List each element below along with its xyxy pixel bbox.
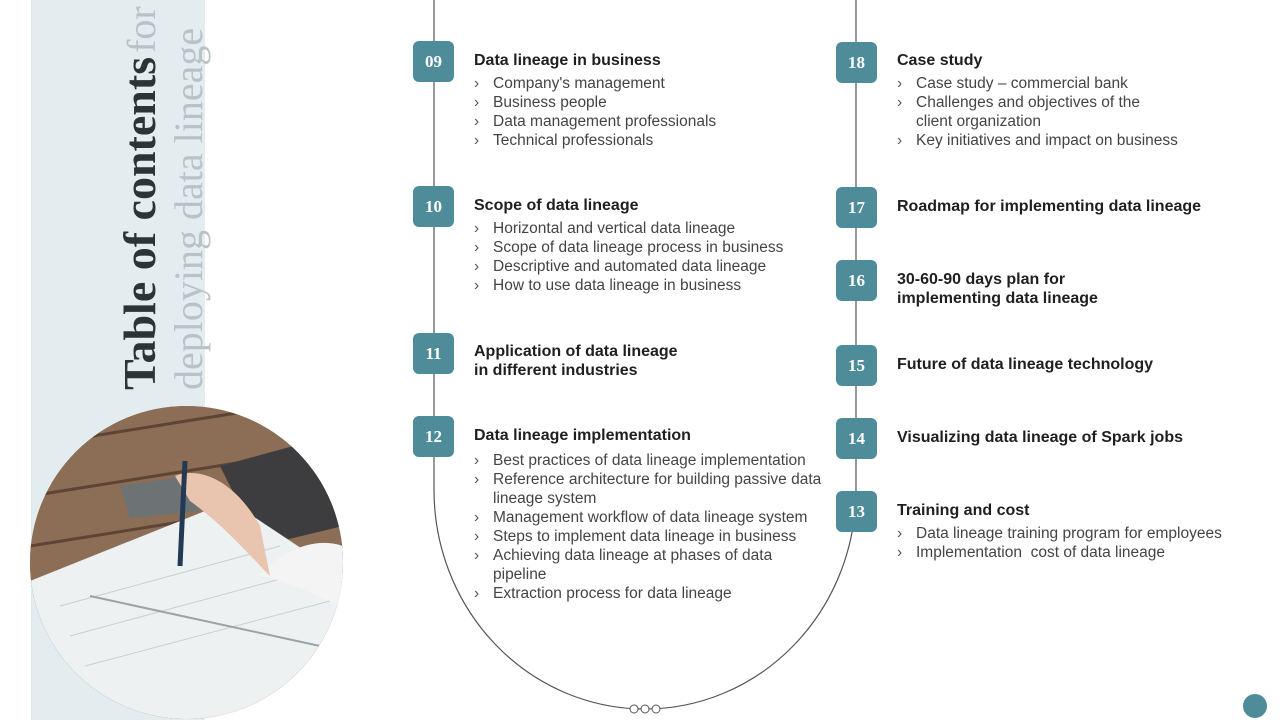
toc-item[interactable]: Training and cost Data lineage training … [897, 501, 1267, 562]
toc-item-title: Application of data lineage in different… [474, 343, 678, 379]
toc-subitem: Scope of data lineage process in busines… [474, 238, 824, 257]
toc-item[interactable]: Visualizing data lineage of Spark jobs [897, 428, 1257, 447]
toc-subitem: Data lineage training program for employ… [897, 524, 1267, 543]
toc-subitem: Achieving data lineage at phases of data… [474, 546, 824, 584]
toc-item-title: Data lineage in business [474, 52, 661, 69]
toc-item-title: Visualizing data lineage of Spark jobs [897, 429, 1183, 446]
toc-subitem: Steps to implement data lineage in busin… [474, 527, 824, 546]
toc-item[interactable]: Case study Case study – commercial bank … [897, 51, 1178, 150]
section-number-badge: 16 [836, 260, 877, 301]
toc-subitem: Case study – commercial bank [897, 74, 1167, 93]
toc-subitem: Business people [474, 93, 824, 112]
toc-subitem: Technical professionals [474, 131, 824, 150]
toc-item-title: Scope of data lineage [474, 197, 639, 214]
toc-item-title: Future of data lineage technology [897, 356, 1154, 373]
toc-item-title: 30-60-90 days plan for implementing data… [897, 271, 1098, 307]
toc-item[interactable]: Data lineage in business Company's manag… [474, 51, 824, 150]
toc-subitem: How to use data lineage in business [474, 276, 824, 295]
toc-item[interactable]: Data lineage implementation Best practic… [474, 426, 824, 603]
toc-subitem: Descriptive and automated data lineage [474, 257, 824, 276]
toc-subitem: Management workflow of data lineage syst… [474, 508, 824, 527]
section-number-badge: 14 [836, 418, 877, 459]
toc-subitem: Company's management [474, 74, 824, 93]
section-number-badge: 12 [413, 416, 454, 457]
toc-item[interactable]: Scope of data lineage Horizontal and ver… [474, 196, 824, 295]
section-number-badge: 18 [836, 42, 877, 83]
toc-subitem: Implementation cost of data lineage [897, 543, 1267, 562]
section-number-badge: 13 [836, 491, 877, 532]
section-number-badge: 11 [413, 333, 454, 374]
corner-dot [1243, 694, 1267, 718]
toc-subitem: Horizontal and vertical data lineage [474, 219, 824, 238]
section-number-badge: 15 [836, 345, 877, 386]
toc-subitem: Data management professionals [474, 112, 824, 131]
toc-item-title: Case study [897, 52, 983, 69]
toc-subitem: Extraction process for data lineage [474, 584, 824, 603]
section-number-badge: 10 [413, 186, 454, 227]
section-number-badge: 09 [413, 41, 454, 82]
toc-subitem: Best practices of data lineage implement… [474, 451, 824, 470]
toc-item[interactable]: Application of data lineage in different… [474, 342, 689, 380]
toc-subitem: Reference architecture for building pass… [474, 470, 824, 508]
toc-subitem: Key initiatives and impact on business [897, 131, 1178, 150]
section-number-badge: 17 [836, 187, 877, 228]
toc-item-title: Data lineage implementation [474, 427, 691, 444]
toc-item[interactable]: Roadmap for implementing data lineage [897, 197, 1257, 216]
toc-item-title: Roadmap for implementing data lineage [897, 198, 1202, 215]
toc-item[interactable]: Future of data lineage technology [897, 355, 1257, 374]
toc-subitem: Challenges and objectives of the client … [897, 93, 1167, 131]
toc-item[interactable]: 30-60-90 days plan for implementing data… [897, 270, 1112, 308]
toc-item-title: Training and cost [897, 502, 1030, 519]
